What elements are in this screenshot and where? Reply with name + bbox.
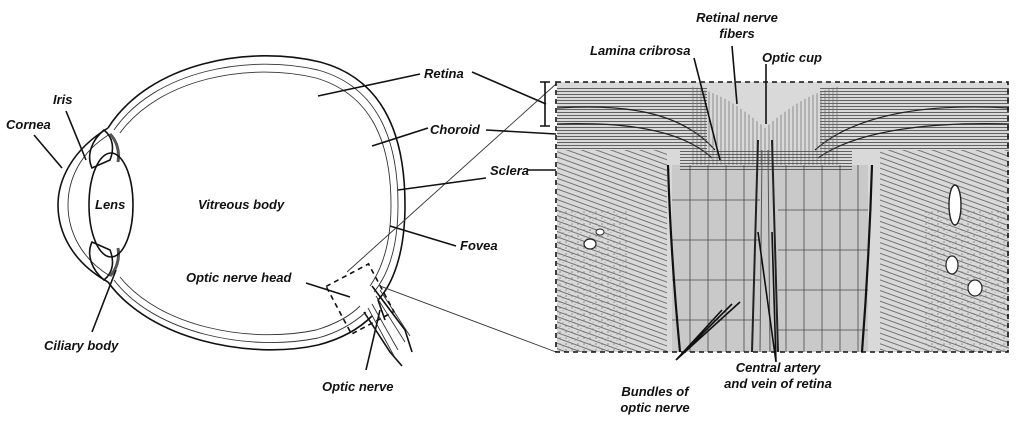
label-fovea: Fovea xyxy=(460,238,498,253)
label-lamina-cribrosa: Lamina cribrosa xyxy=(590,43,690,58)
label-iris: Iris xyxy=(53,92,73,107)
leader-optic-nerve xyxy=(365,309,381,371)
label-retinal-nerve-fibers-line1: Retinal nerve xyxy=(696,10,778,25)
ciliary-body-shape xyxy=(108,132,120,278)
leader-optic-nerve-head xyxy=(305,282,351,298)
leader-ciliary-body xyxy=(91,269,117,333)
inset-frame xyxy=(555,81,1009,353)
label-optic-cup: Optic cup xyxy=(762,50,822,65)
zoom-line-top xyxy=(346,83,557,273)
leader-choroid-inset xyxy=(485,129,557,135)
lens-shape xyxy=(88,152,134,258)
retina-layer xyxy=(119,71,392,287)
eye-cross-section xyxy=(57,55,557,367)
leader-central-vessels xyxy=(757,231,777,363)
leader-retina-inset xyxy=(471,71,547,105)
leader-cornea xyxy=(33,134,63,169)
optic-nerve-head-inset xyxy=(557,82,1009,352)
optic-nerve-shape xyxy=(363,285,413,367)
zoom-line-bottom xyxy=(379,285,557,353)
label-lens: Lens xyxy=(95,197,125,212)
label-retinal-nerve-fibers-line2: fibers xyxy=(719,26,754,41)
label-optic-nerve-head: Optic nerve head xyxy=(186,270,293,285)
label-ciliary-body: Ciliary body xyxy=(44,338,119,353)
label-bundles-line2: optic nerve xyxy=(620,400,689,415)
choroid-layer xyxy=(113,63,399,293)
labels: Cornea Iris Lens Vitreous body Ciliary b… xyxy=(6,10,832,415)
leader-choroid xyxy=(371,127,429,147)
leader-iris xyxy=(65,110,87,161)
iris-shape xyxy=(88,128,114,170)
leader-fovea xyxy=(389,225,457,247)
label-retina: Retina xyxy=(424,66,464,81)
leader-lines xyxy=(33,45,777,371)
label-central-vessels-line1: Central artery xyxy=(736,360,821,375)
leader-lamina-cribrosa xyxy=(693,57,721,161)
leader-retinal-nerve-fibers xyxy=(731,45,738,105)
label-optic-nerve: Optic nerve xyxy=(322,379,394,394)
label-choroid: Choroid xyxy=(430,122,481,137)
label-bundles-line1: Bundles of xyxy=(621,384,690,399)
leader-retina xyxy=(317,73,421,97)
label-cornea: Cornea xyxy=(6,117,51,132)
label-central-vessels-line2: and vein of retina xyxy=(724,376,832,391)
sclera-outline xyxy=(107,55,406,351)
label-sclera: Sclera xyxy=(490,163,529,178)
optic-disc-zoom-box xyxy=(325,262,395,336)
leader-bundles xyxy=(675,301,741,361)
label-vitreous-body: Vitreous body xyxy=(198,197,285,212)
leader-sclera xyxy=(397,177,487,191)
